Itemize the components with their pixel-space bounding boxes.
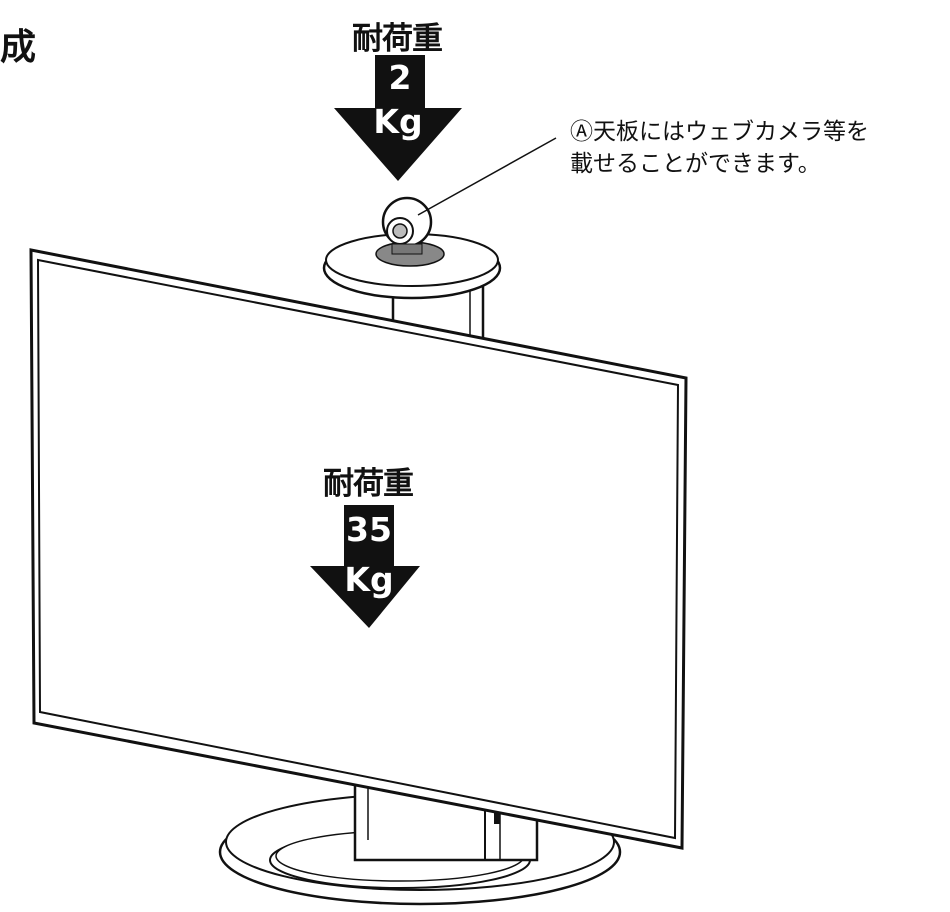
callout-line-1: Ⓐ天板にはウェブカメラ等を <box>570 119 869 145</box>
top-load-value: 2 <box>388 58 412 97</box>
screen-load-arrow <box>310 505 420 628</box>
top-load-title: 耐荷重 <box>352 21 443 57</box>
callout-leader-line <box>417 137 557 216</box>
screen-load-value: 35 <box>346 510 392 549</box>
section-heading: 成 <box>0 27 38 68</box>
top-load-arrow <box>334 55 462 181</box>
screen-load-unit: Kg <box>344 560 394 599</box>
webcam <box>381 196 433 255</box>
callout-line-2: 載せることができます。 <box>570 151 821 177</box>
webcam-callout: Ⓐ天板にはウェブカメラ等を 載せることができます。 <box>570 116 869 180</box>
top-load-unit: Kg <box>373 102 423 141</box>
screen-load-title: 耐荷重 <box>323 466 414 502</box>
